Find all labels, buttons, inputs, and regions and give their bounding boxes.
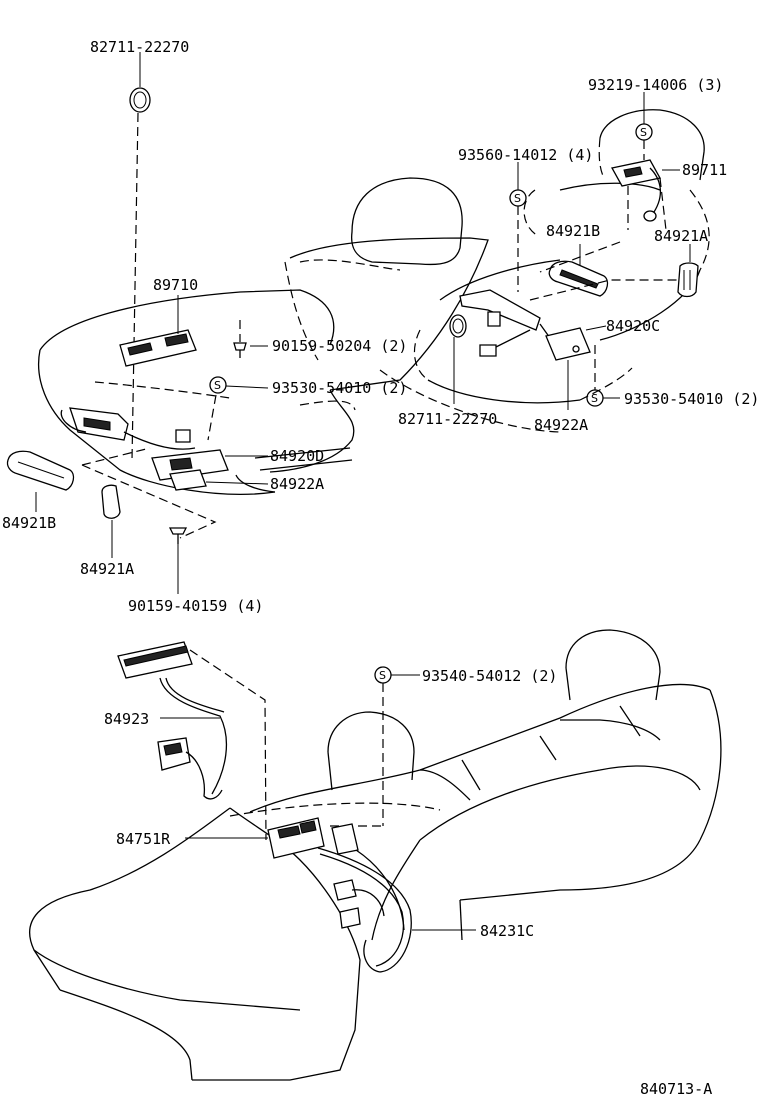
- screw-90159-40159: [168, 527, 188, 594]
- screw-93530-right: S: [586, 345, 620, 407]
- screw-93530-left: S: [207, 376, 269, 441]
- front-left-seat-outline: [38, 177, 489, 495]
- label-84923: 84923: [104, 710, 149, 728]
- label-84920C: 84920C: [606, 317, 660, 335]
- label-93530-54010-right: 93530-54010 (2): [624, 390, 759, 408]
- label-84920D: 84920D: [270, 447, 324, 465]
- knob-84921A-left: [101, 484, 121, 558]
- label-82711-22270-mid: 82711-22270: [398, 410, 497, 428]
- screws-93219: S: [635, 92, 653, 160]
- label-84231C: 84231C: [480, 922, 534, 940]
- label-84921A-left: 84921A: [80, 560, 134, 578]
- ring-82711-mid: [449, 314, 467, 404]
- knob-84921B-left: [6, 450, 75, 512]
- label-90159-50204: 90159-50204 (2): [272, 337, 407, 355]
- badge-s: S: [640, 126, 647, 139]
- badge-s: S: [214, 379, 221, 392]
- label-84751R: 84751R: [116, 830, 171, 848]
- screws-93540: S: [330, 666, 420, 827]
- label-82711-22270-top: 82711-22270: [90, 38, 189, 56]
- wire-harness-front-right: [459, 289, 551, 357]
- switch-module-89710: [119, 295, 197, 367]
- label-84921A-right: 84921A: [654, 227, 708, 245]
- dotted-lines-right-knobs: [529, 241, 680, 301]
- rear-seat-outline: [29, 629, 722, 1081]
- label-89711: 89711: [682, 161, 727, 179]
- label-84921B-left: 84921B: [2, 514, 56, 532]
- front-right-seat-outline: [379, 109, 710, 433]
- dotted-mount-lines-front: [81, 447, 217, 539]
- dotted-lines-84923: [189, 649, 267, 841]
- label-84921B-right: 84921B: [546, 222, 600, 240]
- diagram-reference-number: 840713-A: [640, 1080, 712, 1098]
- knob-84921B-right: [548, 244, 609, 297]
- label-89710: 89710: [153, 276, 198, 294]
- label-84922A-right: 84922A: [534, 416, 588, 434]
- bolt-90159-50204: [233, 320, 268, 358]
- bracket-84920D: [151, 449, 268, 481]
- ring-82711-top: [129, 52, 151, 461]
- label-93530-54010-left: 93530-54010 (2): [272, 379, 407, 397]
- label-90159-40159: 90159-40159 (4): [128, 597, 263, 615]
- badge-s: S: [591, 392, 598, 405]
- screws-93560: S: [509, 162, 527, 292]
- label-84922A-left: 84922A: [270, 475, 324, 493]
- module-89711: [611, 159, 680, 231]
- label-93540-54012: 93540-54012 (2): [422, 667, 557, 685]
- cover-84922A-left: [169, 469, 269, 491]
- switch-84923: [117, 641, 228, 800]
- badge-s: S: [514, 192, 521, 205]
- badge-s: S: [379, 669, 386, 682]
- bracket-84920C: [545, 325, 607, 410]
- switch-84751R: [185, 817, 325, 859]
- wire-harness-84231C: [317, 823, 476, 973]
- part-labels: 82711-22270 93219-14006 (3) 93560-14012 …: [2, 38, 759, 1098]
- knob-84921A-right: [677, 244, 699, 298]
- label-93560-14012: 93560-14012 (4): [458, 146, 593, 164]
- wire-harness-front-left: [60, 407, 196, 450]
- label-93219-14006: 93219-14006 (3): [588, 76, 723, 94]
